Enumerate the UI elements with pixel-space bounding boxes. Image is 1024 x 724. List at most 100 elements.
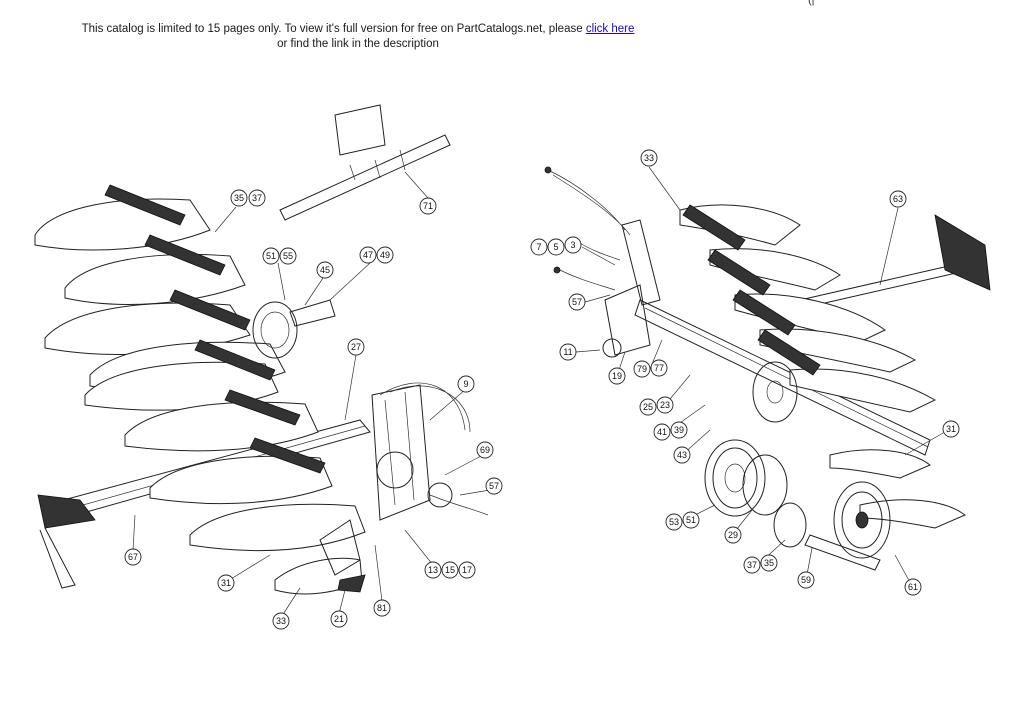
svg-text:69: 69 bbox=[480, 445, 490, 455]
svg-text:53: 53 bbox=[669, 517, 679, 527]
callout-13: 13 bbox=[424, 561, 442, 579]
callout-9: 9 bbox=[457, 375, 475, 393]
callout-37: 37 bbox=[248, 189, 266, 207]
callout-47: 47 bbox=[359, 246, 377, 264]
callout-r-3: 3 bbox=[564, 236, 582, 254]
svg-text:55: 55 bbox=[283, 251, 293, 261]
plough-legs bbox=[104, 184, 326, 474]
plough-legs-right bbox=[682, 204, 821, 376]
callout-69: 69 bbox=[476, 441, 494, 459]
left-leader-lines bbox=[132, 171, 491, 617]
callout-r-41: 41 bbox=[653, 423, 671, 441]
svg-text:13: 13 bbox=[428, 565, 438, 575]
headstock bbox=[371, 384, 431, 521]
svg-text:59: 59 bbox=[801, 575, 811, 585]
left-callouts: 35 37 71 51 55 47 49 45 27 9 69 57 67 31… bbox=[124, 189, 503, 630]
callout-r-53: 53 bbox=[665, 513, 683, 531]
callout-55: 55 bbox=[279, 247, 297, 265]
callout-r-43: 43 bbox=[673, 446, 691, 464]
svg-text:51: 51 bbox=[266, 251, 276, 261]
callout-r-33: 33 bbox=[640, 149, 658, 167]
svg-text:67: 67 bbox=[128, 552, 138, 562]
rear-bracket bbox=[934, 214, 991, 291]
svg-text:41: 41 bbox=[657, 427, 667, 437]
svg-text:71: 71 bbox=[423, 201, 433, 211]
callout-r-7: 7 bbox=[530, 238, 548, 256]
callout-45: 45 bbox=[316, 261, 334, 279]
svg-text:57: 57 bbox=[489, 481, 499, 491]
catalog-notice: This catalog is limited to 15 pages only… bbox=[0, 22, 716, 52]
callout-r-63: 63 bbox=[889, 190, 907, 208]
svg-text:15: 15 bbox=[445, 565, 455, 575]
top-bracket-71 bbox=[279, 104, 451, 221]
disc-coulter bbox=[252, 301, 298, 359]
svg-text:37: 37 bbox=[252, 193, 262, 203]
callout-35: 35 bbox=[230, 189, 248, 207]
svg-text:25: 25 bbox=[643, 402, 653, 412]
click-here-link[interactable]: click here bbox=[585, 23, 635, 35]
callout-r-57: 57 bbox=[568, 293, 586, 311]
svg-text:51: 51 bbox=[686, 515, 696, 525]
callout-81: 81 bbox=[373, 599, 391, 617]
page-corner-mark: (| bbox=[808, 0, 815, 6]
callout-r-79: 79 bbox=[633, 360, 651, 378]
callout-57: 57 bbox=[485, 477, 503, 495]
callout-r-11: 11 bbox=[559, 343, 577, 361]
callout-r-37: 37 bbox=[743, 556, 761, 574]
svg-text:37: 37 bbox=[747, 560, 757, 570]
svg-text:7: 7 bbox=[536, 242, 541, 252]
press-wheel bbox=[833, 481, 891, 559]
svg-text:27: 27 bbox=[351, 342, 361, 352]
callout-71: 71 bbox=[419, 197, 437, 215]
svg-text:33: 33 bbox=[276, 616, 286, 626]
callout-r-59: 59 bbox=[797, 571, 815, 589]
callout-31: 31 bbox=[217, 574, 235, 592]
svg-text:17: 17 bbox=[462, 565, 472, 575]
svg-text:39: 39 bbox=[674, 425, 684, 435]
svg-text:63: 63 bbox=[893, 194, 903, 204]
callout-r-77: 77 bbox=[650, 359, 668, 377]
callout-49: 49 bbox=[376, 246, 394, 264]
right-leader-lines bbox=[575, 166, 951, 587]
callout-17: 17 bbox=[458, 561, 476, 579]
svg-text:31: 31 bbox=[946, 424, 956, 434]
callout-r-35: 35 bbox=[760, 554, 778, 572]
callout-27: 27 bbox=[347, 338, 365, 356]
svg-text:45: 45 bbox=[320, 265, 330, 275]
callout-r-51: 51 bbox=[682, 511, 700, 529]
svg-text:23: 23 bbox=[660, 400, 670, 410]
land-wheel bbox=[704, 439, 788, 517]
svg-text:31: 31 bbox=[221, 578, 231, 588]
svg-text:49: 49 bbox=[380, 250, 390, 260]
callout-r-29: 29 bbox=[724, 526, 742, 544]
disc-coulter-right bbox=[752, 361, 798, 423]
callout-r-5: 5 bbox=[547, 238, 565, 256]
callout-15: 15 bbox=[441, 561, 459, 579]
callout-r-25: 25 bbox=[639, 398, 657, 416]
svg-text:29: 29 bbox=[728, 530, 738, 540]
callout-r-23: 23 bbox=[656, 396, 674, 414]
right-plough-assembly bbox=[544, 166, 991, 571]
svg-text:35: 35 bbox=[764, 558, 774, 568]
mouldboards bbox=[34, 198, 366, 595]
svg-text:61: 61 bbox=[908, 582, 918, 592]
svg-text:21: 21 bbox=[334, 614, 344, 624]
svg-text:43: 43 bbox=[677, 450, 687, 460]
rear-wheel-bracket bbox=[37, 494, 96, 529]
svg-text:47: 47 bbox=[363, 250, 373, 260]
mouldboards-right bbox=[679, 204, 966, 529]
headstock-right bbox=[604, 284, 651, 356]
callout-r-39: 39 bbox=[670, 421, 688, 439]
svg-text:77: 77 bbox=[654, 363, 664, 373]
svg-text:9: 9 bbox=[463, 379, 468, 389]
right-callouts: 33 63 7 5 3 57 11 19 79 77 25 23 41 39 4… bbox=[530, 149, 960, 596]
svg-text:19: 19 bbox=[612, 371, 622, 381]
svg-text:5: 5 bbox=[553, 242, 558, 252]
callout-51: 51 bbox=[262, 247, 280, 265]
svg-text:81: 81 bbox=[377, 603, 387, 613]
callout-67: 67 bbox=[124, 548, 142, 566]
svg-text:57: 57 bbox=[572, 297, 582, 307]
callout-r-31: 31 bbox=[942, 420, 960, 438]
notice-line-2: or find the link in the description bbox=[277, 38, 439, 50]
